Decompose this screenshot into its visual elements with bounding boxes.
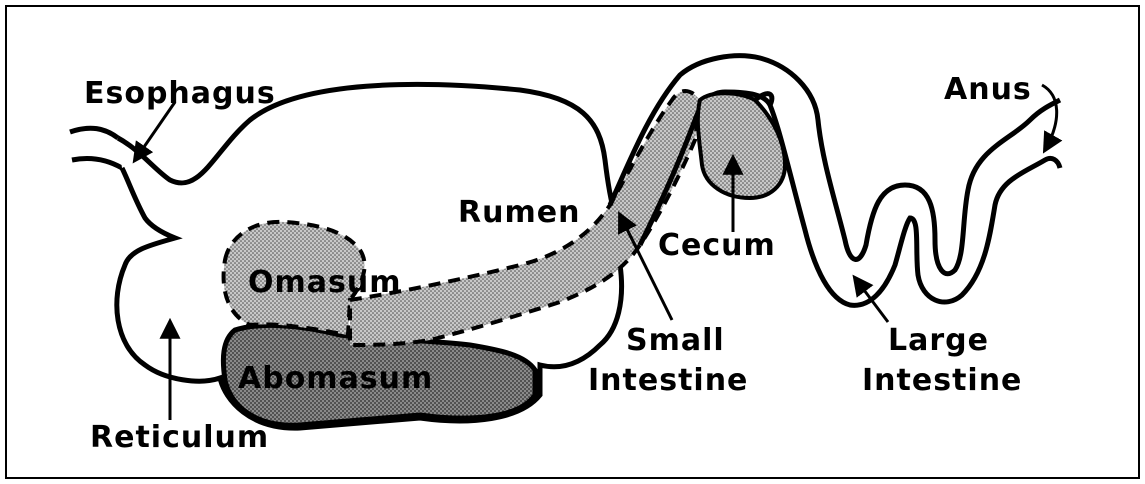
label-anus: Anus bbox=[944, 72, 1032, 107]
label-small-intestine-line1: Small bbox=[626, 323, 725, 358]
label-omasum: Omasum bbox=[248, 265, 401, 300]
label-cecum: Cecum bbox=[658, 228, 776, 263]
label-esophagus: Esophagus bbox=[84, 76, 276, 111]
label-small-intestine-line2: Intestine bbox=[588, 363, 748, 398]
label-abomasum: Abomasum bbox=[238, 361, 433, 396]
label-rumen: Rumen bbox=[458, 195, 580, 230]
label-reticulum: Reticulum bbox=[90, 420, 269, 455]
label-large-intestine-line1: Large bbox=[888, 323, 989, 358]
label-large-intestine-line2: Intestine bbox=[862, 363, 1022, 398]
